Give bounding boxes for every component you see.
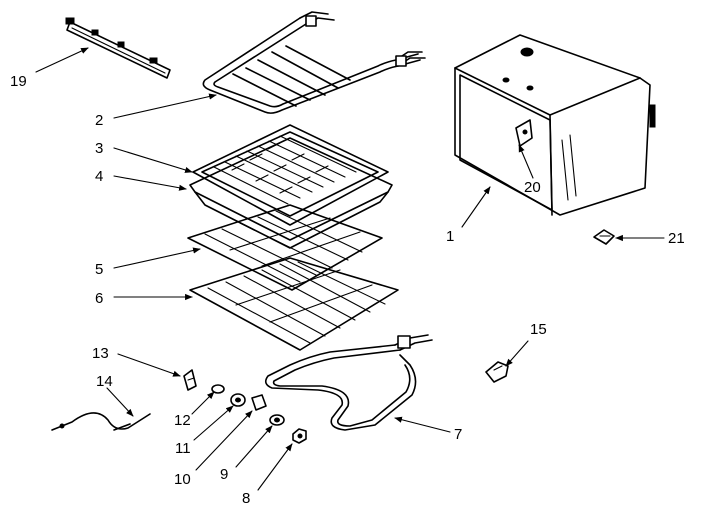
sensor-14-illustration	[51, 412, 151, 431]
callout-12: 12	[174, 412, 191, 429]
callout-15: 15	[530, 321, 547, 338]
callout-10: 10	[174, 471, 191, 488]
callout-21: 21	[668, 230, 685, 247]
leader-lines	[35, 47, 665, 491]
nut-9-illustration	[269, 414, 285, 426]
callout-7: 7	[454, 426, 462, 443]
bracket-strip-illustration	[65, 17, 171, 79]
callout-1: 1	[446, 228, 454, 245]
callout-5: 5	[95, 261, 103, 278]
callout-20: 20	[524, 179, 541, 196]
bushing-10-illustration	[251, 394, 267, 411]
callout-4: 4	[95, 168, 103, 185]
oven-cavity-illustration	[454, 34, 656, 216]
broil-pan-illustration	[189, 124, 393, 249]
callout-14: 14	[96, 373, 113, 390]
callout-13: 13	[92, 345, 109, 362]
callout-19: 19	[10, 73, 27, 90]
washer-11-illustration	[230, 393, 246, 407]
oven-rack-lower-illustration	[189, 257, 399, 351]
nut-8-illustration	[292, 428, 307, 444]
callout-3: 3	[95, 140, 103, 157]
callout-8: 8	[242, 490, 250, 507]
callout-11: 11	[175, 440, 191, 457]
oven-rack-upper-illustration	[187, 204, 383, 291]
bracket-20-illustration	[515, 119, 533, 147]
knob-12-illustration	[211, 384, 225, 394]
callout-9: 9	[220, 466, 228, 483]
probe-13-illustration	[183, 369, 197, 391]
bake-element-illustration	[264, 334, 433, 431]
connector-15-illustration	[485, 361, 509, 383]
clip-21-illustration	[593, 229, 615, 245]
callout-2: 2	[95, 112, 103, 129]
broil-element-illustration	[202, 11, 426, 114]
callout-labels: 19 2 3 4 5 6 1 20 21 15 7 13 14 12 11 10…	[10, 73, 685, 507]
callout-6: 6	[95, 290, 103, 307]
